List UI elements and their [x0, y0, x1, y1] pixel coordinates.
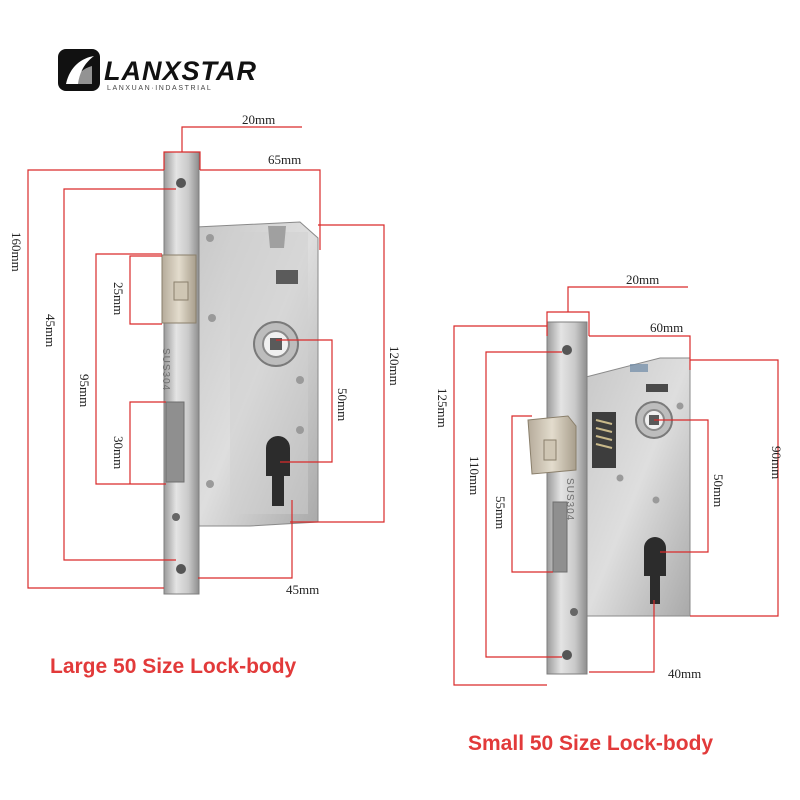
large-faceplate-screw-bottom — [176, 564, 186, 574]
large-dim-backset: 50mm — [335, 388, 350, 421]
brand-emblem-mark — [66, 56, 94, 84]
small-dim-case-height: 90mm — [769, 446, 784, 479]
small-dim-backset: 50mm — [711, 474, 726, 507]
small-dim-total-height: 125mm — [435, 388, 450, 428]
small-caption: Small 50 Size Lock-body — [468, 732, 713, 755]
large-lock-body: SUS304 — [160, 151, 319, 595]
large-dim-latch-height: 25mm — [111, 282, 126, 315]
small-faceplate-etch: SUS304 — [564, 478, 575, 521]
large-faceplate-etch: SUS304 — [160, 348, 171, 391]
large-dim-deadbolt-height: 30mm — [111, 436, 126, 469]
small-dimensions: 20mm 60mm 125mm 110mm 55mm 50mm 90mm 40m… — [435, 272, 784, 686]
small-dim-case-depth: 60mm — [650, 320, 683, 335]
large-dim-faceplate-width: 20mm — [242, 112, 275, 127]
small-dim-faceplate-width: 20mm — [626, 272, 659, 287]
large-cylinder-cutout — [266, 436, 290, 506]
small-dim-screw-spacing: 110mm — [467, 456, 482, 495]
small-faceplate-screw-bottom — [562, 650, 572, 660]
small-faceplate-screw-top — [562, 345, 572, 355]
large-caption: Large 50 Size Lock-body — [50, 655, 297, 678]
large-faceplate — [163, 151, 200, 595]
brand-logo: LANXSTAR LANXUAN·INDASTRIAL — [58, 49, 257, 92]
small-spring-window — [592, 412, 616, 468]
small-case — [585, 357, 691, 617]
small-faceplate — [546, 321, 588, 675]
large-faceplate-screw-top — [176, 178, 186, 188]
large-dim-screw-spacing: 45mm — [43, 314, 58, 347]
small-cylinder-cutout — [644, 537, 666, 604]
large-deadbolt-slot — [165, 401, 185, 483]
small-deadbolt-slot — [552, 501, 568, 573]
large-dim-case-height: 120mm — [387, 346, 402, 386]
large-dim-cylinder-offset: 45mm — [286, 582, 319, 597]
brand-tagline: LANXUAN·INDASTRIAL — [107, 85, 212, 92]
small-dim-cylinder-offset: 40mm — [668, 666, 701, 681]
large-dim-case-depth: 65mm — [268, 152, 301, 167]
large-dimensions: 20mm 65mm 160mm 45mm 95mm 25mm 30mm 50mm… — [9, 112, 402, 597]
small-lock-body: SUS304 — [527, 321, 691, 675]
brand-name: LANXSTAR — [104, 56, 257, 86]
small-dim-latch-to-deadbolt: 55mm — [493, 496, 508, 529]
large-dim-total-height: 160mm — [9, 232, 24, 272]
large-dim-latch-to-deadbolt: 95mm — [77, 374, 92, 407]
